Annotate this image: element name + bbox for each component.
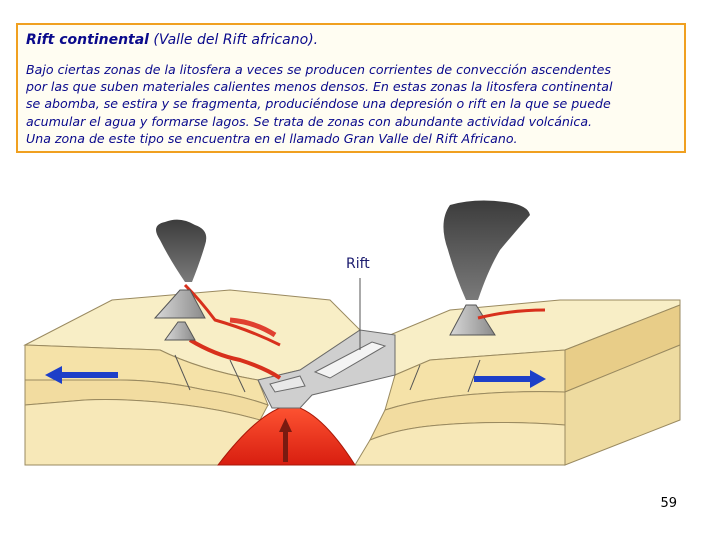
rift-block-diagram [23, 200, 681, 466]
right-side-face [564, 344, 681, 466]
title-rest: (Valle del Rift africano). [148, 32, 319, 48]
rift-label: Rift [346, 256, 370, 272]
smoke-plume-icon [156, 219, 207, 282]
volcano-icon [164, 321, 196, 341]
lava-flow [183, 283, 281, 347]
description-line: se abomba, se estira y se fragmenta, pro… [26, 96, 611, 112]
fault-line [229, 359, 246, 393]
smoke-plume-icon [443, 200, 530, 300]
right-mantle-front [354, 422, 566, 466]
description-paragraph: Bajo ciertas zonas de la litosfera a vec… [26, 61, 676, 147]
right-arrow-icon [474, 370, 546, 388]
volcano-icon [153, 289, 206, 319]
title-bold: Rift continental [26, 32, 149, 48]
left-arrow-icon [45, 366, 118, 384]
description-line: por las que suben materiales calientes m… [26, 79, 613, 95]
rift-block [269, 375, 306, 393]
description-line: Una zona de este tipo se encuentra en el… [26, 130, 518, 146]
section-title: Rift continental (Valle del Rift african… [26, 31, 676, 49]
lava-flow [188, 338, 282, 380]
fault-line [409, 364, 421, 391]
page-number: 59 [660, 496, 677, 511]
up-arrow-icon [279, 418, 292, 462]
left-mantle-front [24, 399, 261, 466]
description-line: Bajo ciertas zonas de la litosfera a vec… [26, 62, 611, 77]
lava-flow [229, 317, 277, 338]
fault-line [174, 354, 191, 391]
lava-flow [477, 308, 546, 320]
description-line: acumular el agua y formarse lagos. Se tr… [26, 113, 593, 129]
volcano-icon [449, 304, 496, 336]
rift-lake [313, 341, 387, 379]
description-box: Rift continental (Valle del Rift african… [16, 23, 686, 153]
